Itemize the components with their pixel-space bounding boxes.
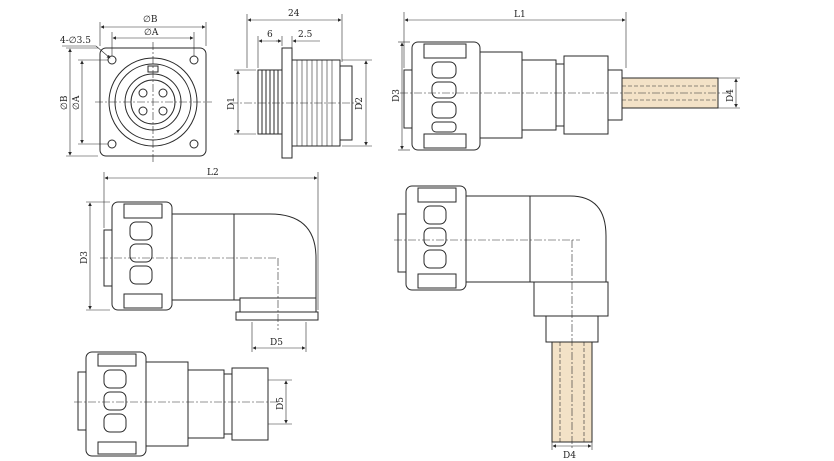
dim-24: 24 <box>288 9 300 19</box>
dim-d4-top: D4 <box>726 89 736 102</box>
dim-holes: 4-∅3.5 <box>60 36 91 46</box>
dim-d5-mid: D5 <box>270 338 283 348</box>
right-angle-cable-view <box>394 185 609 450</box>
dim-phi-a-side: ∅A <box>72 95 82 110</box>
dim-l2: L2 <box>207 168 219 178</box>
dim-d2: D2 <box>355 97 365 110</box>
straight-plug-cable-view <box>398 12 740 151</box>
dim-6: 6 <box>267 30 273 40</box>
straight-plug-bottom-view <box>74 351 292 457</box>
dim-2-5: 2.5 <box>298 30 313 40</box>
receptacle-side-view <box>230 14 372 159</box>
dim-d5-bottom: D5 <box>276 397 286 410</box>
dim-phi-a-top: ∅A <box>144 28 159 38</box>
flange-front-view <box>62 22 212 162</box>
dim-phi-b-top: ∅B <box>143 15 158 25</box>
dim-d4-bottom: D4 <box>563 451 576 461</box>
dim-phi-b-side: ∅B <box>60 95 70 110</box>
dim-d3-top: D3 <box>392 89 402 102</box>
dim-d1: D1 <box>227 97 237 110</box>
dim-l1: L1 <box>514 10 526 20</box>
dim-d3-mid: D3 <box>80 251 90 264</box>
right-angle-plug-view <box>86 172 319 352</box>
